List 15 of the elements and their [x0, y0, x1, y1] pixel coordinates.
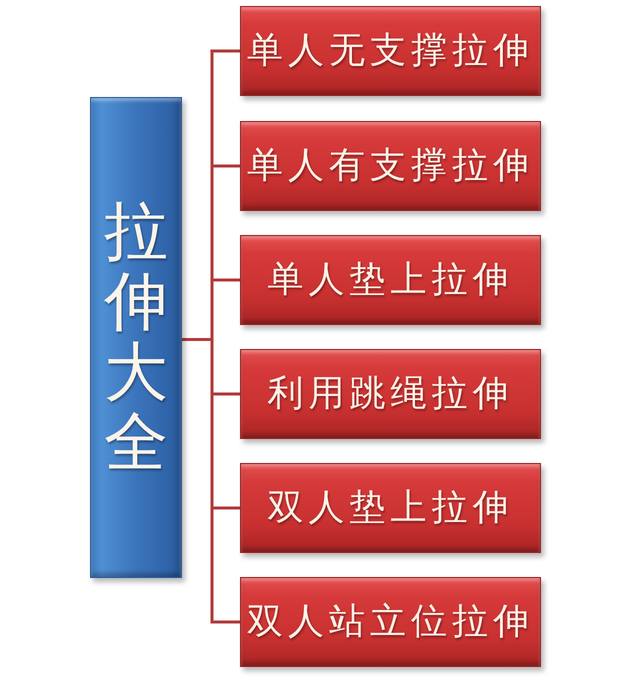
category-box [90, 97, 182, 578]
item-label: 单人垫上拉伸 [268, 260, 514, 300]
item-label: 利用跳绳拉伸 [268, 374, 514, 414]
item-box [240, 577, 541, 667]
item-label: 单人无支撑拉伸 [247, 31, 534, 71]
item-label: 双人垫上拉伸 [268, 488, 514, 528]
item-box [240, 121, 541, 211]
item-box [240, 349, 541, 439]
item-box [240, 6, 541, 96]
item-label: 单人有支撑拉伸 [247, 146, 534, 186]
category-label: 拉伸大全 [104, 196, 168, 478]
item-label: 双人站立位拉伸 [247, 602, 534, 642]
item-box [240, 235, 541, 325]
connector-line [182, 338, 240, 624]
item-box [240, 463, 541, 553]
